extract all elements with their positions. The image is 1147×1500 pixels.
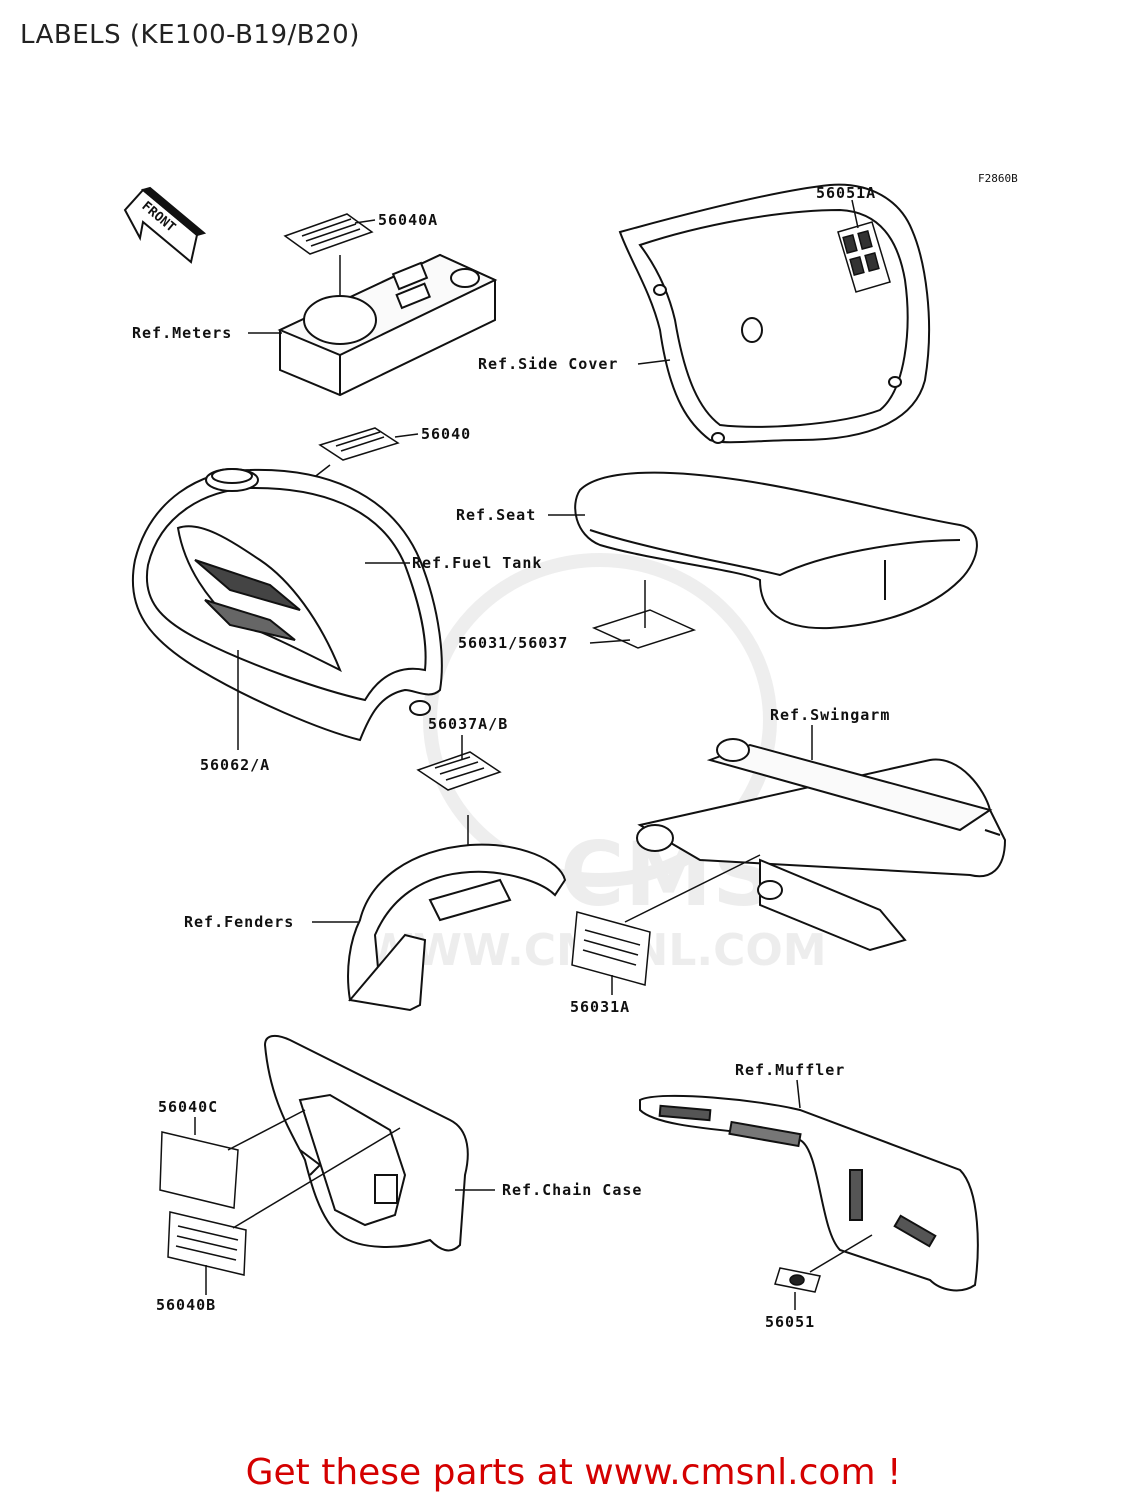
fenders-part: [347, 843, 567, 1012]
callout-swingarm: Ref.Swingarm: [770, 706, 890, 724]
muffler-part: [639, 1094, 979, 1292]
callout-56040b: 56040B: [156, 1296, 216, 1314]
label-56037ab-part: [416, 751, 502, 791]
front-arrow-icon: FRONT: [123, 186, 207, 264]
callout-56051a: 56051A: [816, 184, 876, 202]
callout-fenders: Ref.Fenders: [184, 913, 294, 931]
label-56040b-part: [167, 1211, 247, 1276]
seat-part: [574, 471, 978, 630]
promo-link[interactable]: Get these parts at www.cmsnl.com !: [245, 1452, 902, 1493]
callout-56031a: 56031A: [570, 998, 630, 1016]
callout-56040: 56040: [421, 425, 471, 443]
label-56051-part: [774, 1267, 821, 1293]
callout-seat: Ref.Seat: [456, 506, 536, 524]
callout-meters: Ref.Meters: [132, 324, 232, 342]
meters-part: [277, 253, 498, 397]
page-title: LABELS (KE100-B19/B20): [20, 20, 360, 50]
figure-code: F2860B: [978, 172, 1018, 185]
fuel-tank-part: [131, 468, 443, 742]
callout-56040a: 56040A: [378, 211, 438, 229]
label-56031-part: [591, 609, 697, 649]
label-56031a-part: [571, 911, 651, 986]
callout-fuel-tank: Ref.Fuel Tank: [412, 554, 542, 572]
callout-56051: 56051: [765, 1313, 815, 1331]
label-56040c-part: [159, 1131, 239, 1209]
callout-muffler: Ref.Muffler: [735, 1061, 845, 1079]
label-56040-part: [318, 427, 400, 461]
label-56040a-part: [283, 213, 374, 255]
callout-chain-case: Ref.Chain Case: [502, 1181, 642, 1199]
callout-side-cover: Ref.Side Cover: [478, 355, 618, 373]
swingarm-part: [636, 738, 1007, 952]
callout-56031-56037: 56031/56037: [458, 634, 568, 652]
callout-56062a: 56062/A: [200, 756, 270, 774]
chain-case-part: [263, 1034, 469, 1252]
label-56051a-part: [837, 221, 891, 293]
side-cover-part: [618, 183, 931, 444]
callout-56040c: 56040C: [158, 1098, 218, 1116]
callout-56037ab: 56037A/B: [428, 715, 508, 733]
